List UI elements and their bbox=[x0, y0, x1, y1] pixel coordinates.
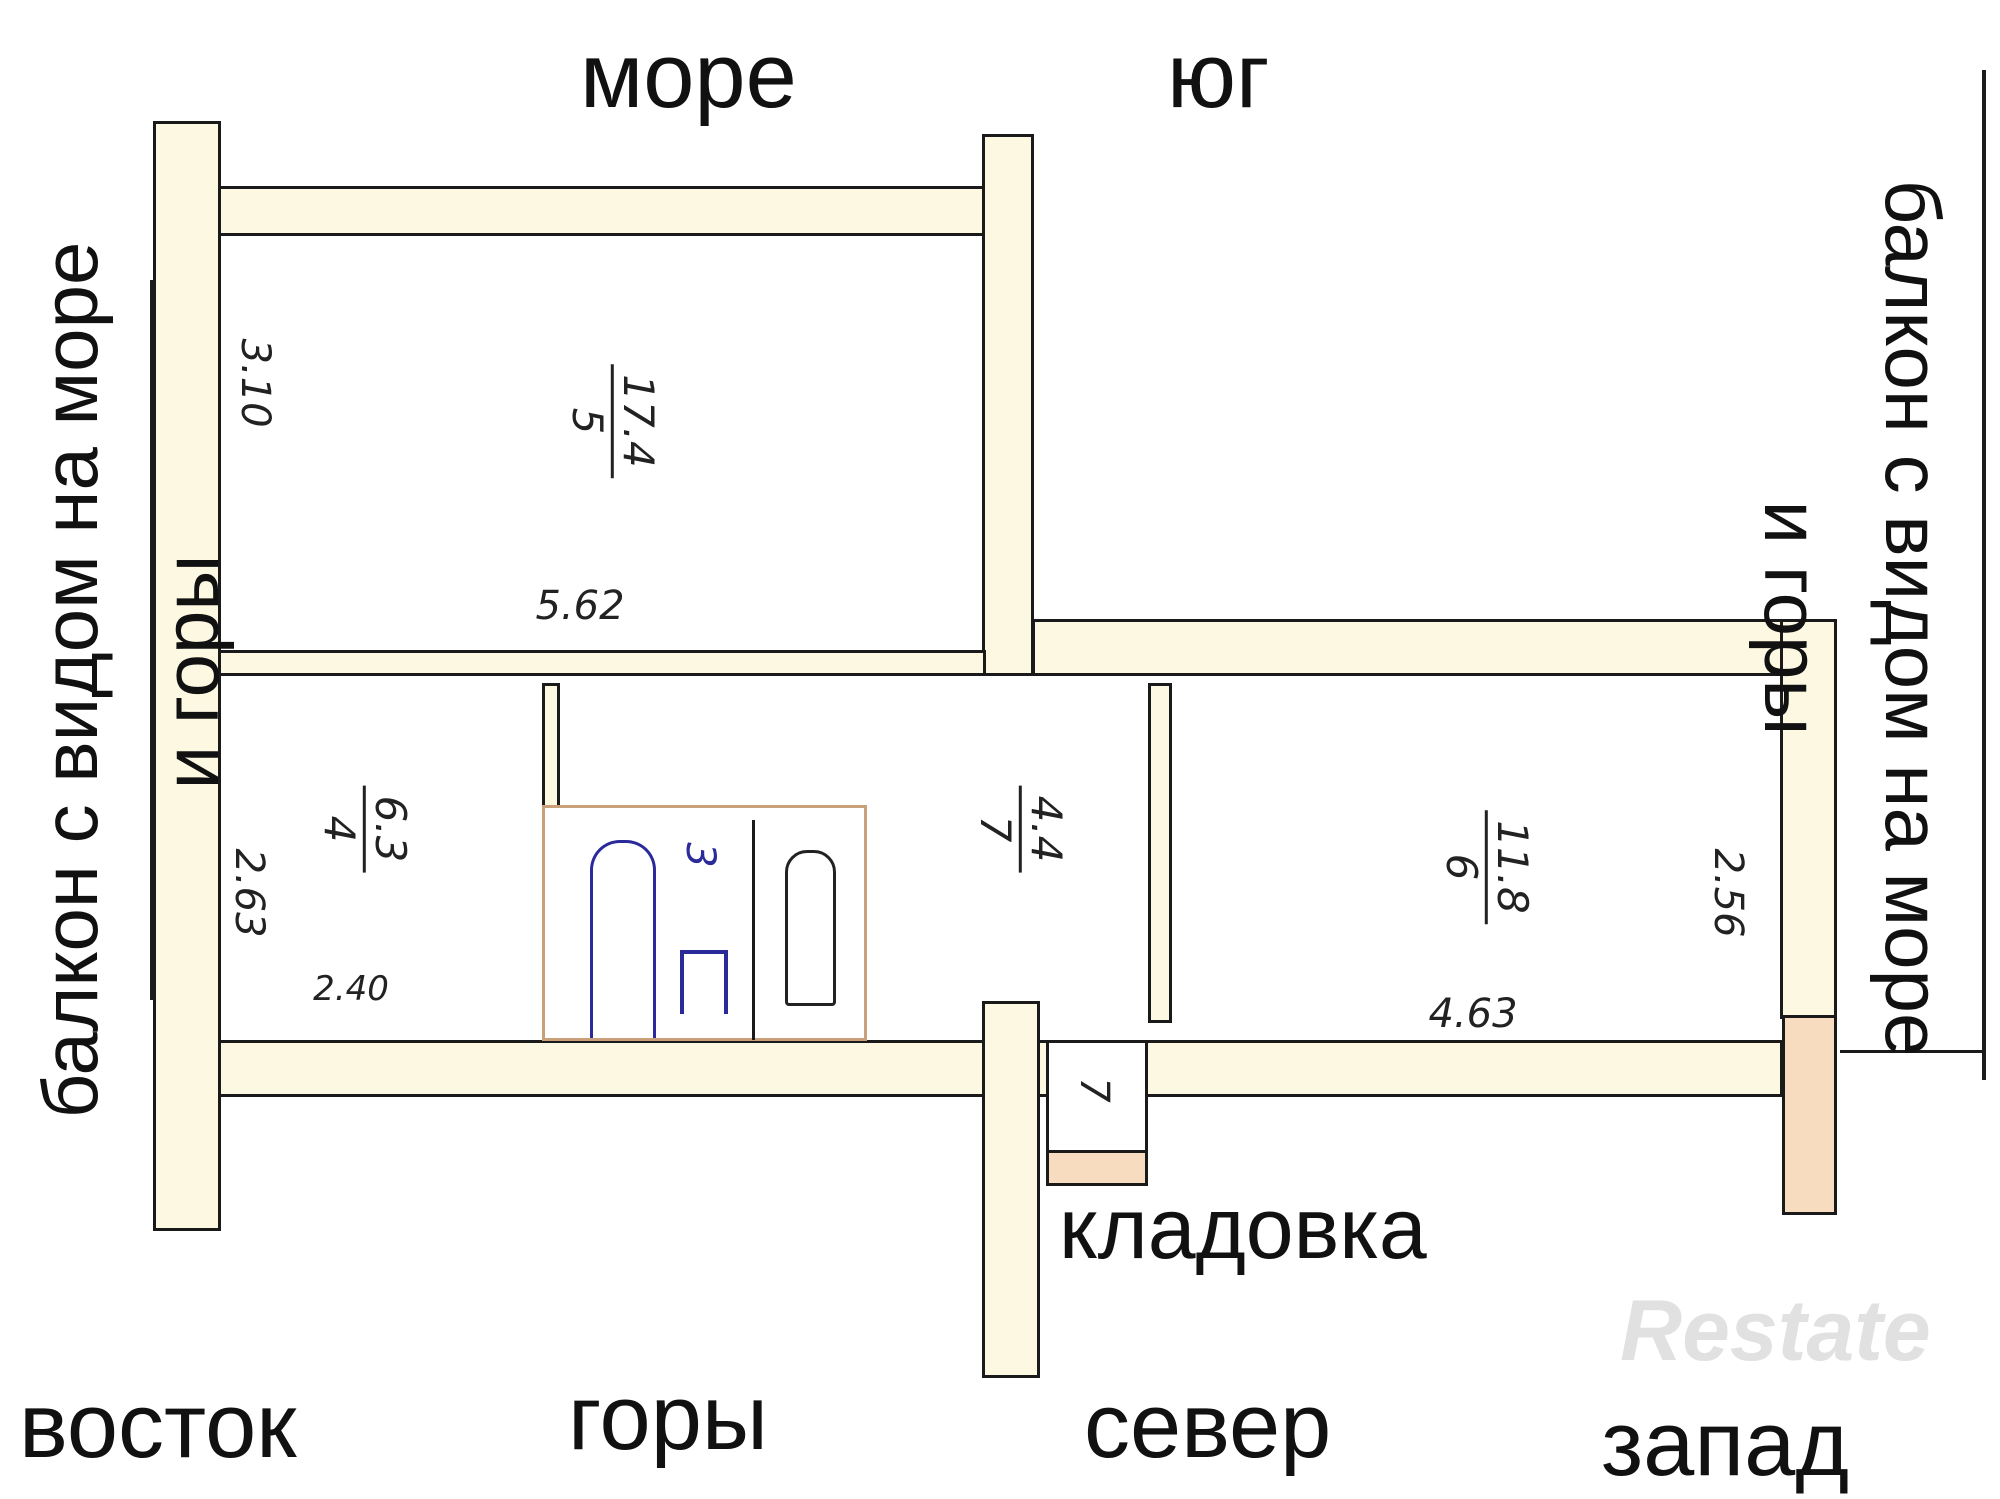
middle-left-wall bbox=[218, 650, 986, 676]
room5-length: 5.62 bbox=[535, 583, 625, 629]
room5-number: 5 bbox=[562, 407, 612, 435]
storage-label: кладовка bbox=[1059, 1181, 1427, 1277]
watermark-logo: Restate bbox=[1620, 1283, 1931, 1379]
left-outer-wall bbox=[153, 121, 221, 1231]
right-balcony-label: балкон с видом на море bbox=[1869, 179, 1957, 1057]
entrance-wall bbox=[982, 1001, 1040, 1378]
right-balcony-frame-bottom bbox=[1840, 1050, 1985, 1053]
room6-number: 6 bbox=[1436, 853, 1486, 881]
toilet-icon bbox=[785, 850, 836, 1006]
hall-partition bbox=[1148, 683, 1172, 1023]
left-balcony-frame bbox=[150, 280, 154, 1000]
direction-west: запад bbox=[1601, 1393, 1850, 1495]
room5-width: 3.10 bbox=[232, 338, 278, 428]
direction-east: восток bbox=[19, 1375, 297, 1477]
right-balcony-label-2: и горы bbox=[1748, 500, 1836, 736]
right-balcony-wall bbox=[1782, 1015, 1837, 1215]
room5-area-value: 17.4 bbox=[610, 364, 663, 478]
room3-number: 3 bbox=[677, 842, 723, 868]
right-outer-wall bbox=[1780, 619, 1837, 1019]
room6-area: 11.8 6 bbox=[1436, 810, 1537, 924]
room4-number: 4 bbox=[314, 815, 364, 843]
left-balcony-label-2: и горы bbox=[147, 554, 235, 790]
direction-mountains: горы bbox=[568, 1367, 768, 1469]
room5-area: 17.4 5 bbox=[562, 364, 663, 478]
room6-width: 2.56 bbox=[1705, 848, 1751, 938]
storage-number: 7 bbox=[1071, 1077, 1117, 1103]
room7-area-value: 4.4 bbox=[1018, 785, 1071, 873]
bathroom-divider bbox=[752, 820, 755, 1040]
right-balcony-frame bbox=[1982, 70, 1986, 1080]
bathtub-icon bbox=[590, 840, 656, 1038]
room4-area-value: 6.3 bbox=[362, 785, 415, 873]
center-vertical-wall bbox=[982, 134, 1034, 676]
room6-area-value: 11.8 bbox=[1484, 810, 1537, 924]
sink-icon bbox=[680, 950, 728, 1014]
top-wall bbox=[218, 186, 986, 236]
bathroom-block bbox=[542, 805, 867, 1041]
direction-north: север bbox=[1084, 1375, 1332, 1477]
room4-area: 6.3 4 bbox=[314, 785, 415, 873]
direction-sea: море bbox=[580, 25, 797, 127]
room4-length: 2.40 bbox=[313, 969, 389, 1009]
room4-width: 2.63 bbox=[226, 848, 272, 938]
room7-number: 7 bbox=[970, 815, 1020, 843]
left-balcony-label: балкон с видом на море bbox=[26, 241, 114, 1119]
storage-sill bbox=[1046, 1150, 1148, 1186]
direction-south: юг bbox=[1167, 25, 1270, 127]
middle-right-wall bbox=[1032, 619, 1784, 676]
room6-length: 4.63 bbox=[1428, 991, 1518, 1037]
room7-area: 4.4 7 bbox=[970, 785, 1071, 873]
